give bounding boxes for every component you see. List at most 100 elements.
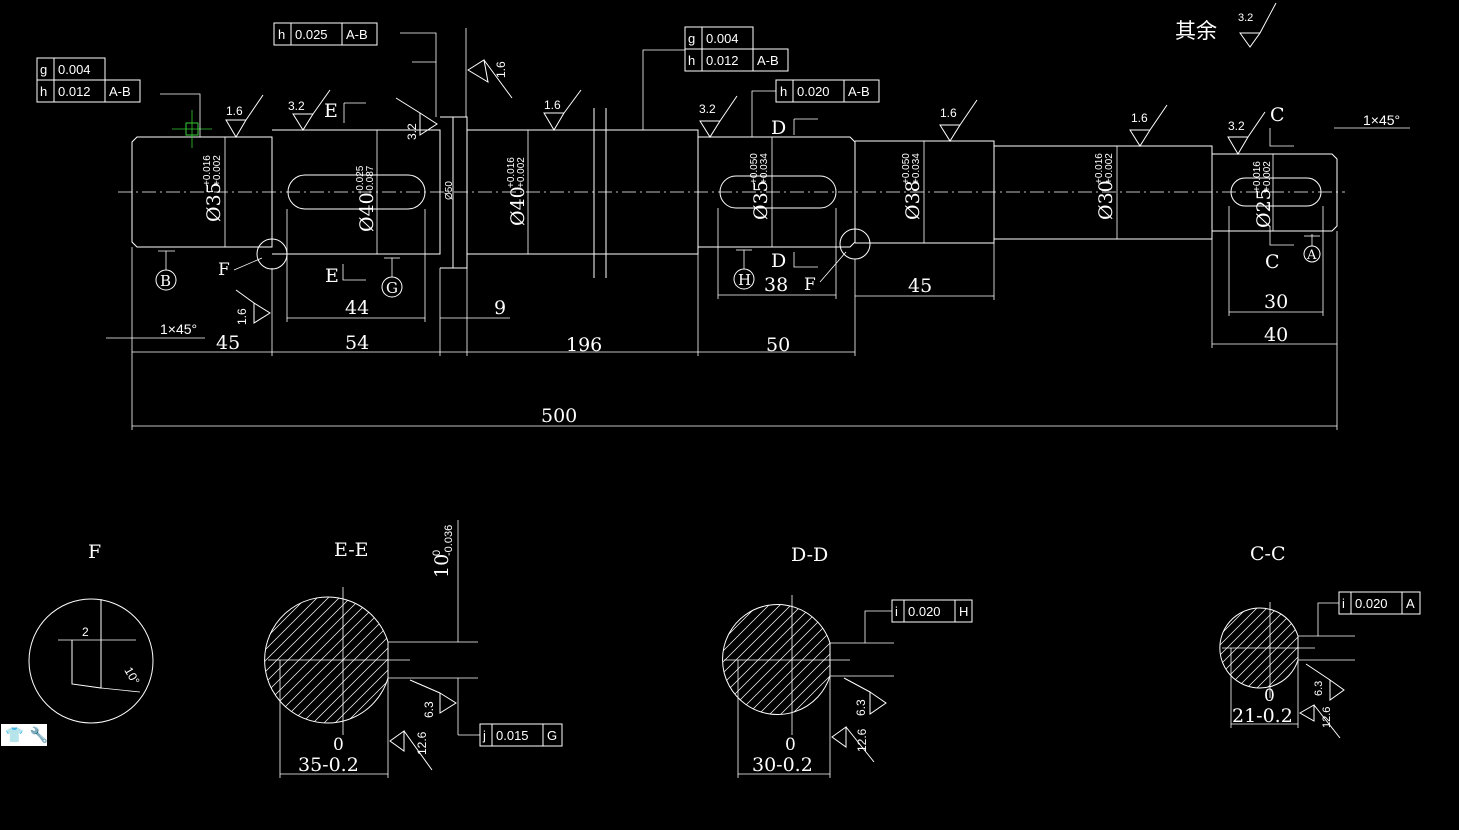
hatch-line bbox=[537, 590, 677, 730]
tol: +0.002 bbox=[1104, 153, 1115, 184]
svg-text:0.004: 0.004 bbox=[706, 31, 739, 46]
hatch-line bbox=[1219, 608, 1298, 688]
svg-text:1.6: 1.6 bbox=[235, 308, 249, 325]
shaft-outline bbox=[118, 108, 1345, 278]
svg-text:h: h bbox=[40, 84, 47, 99]
svg-text:G: G bbox=[386, 279, 398, 297]
svg-text:12.6: 12.6 bbox=[1321, 707, 1333, 728]
hatch-line bbox=[785, 604, 830, 715]
svg-text:j: j bbox=[482, 728, 486, 743]
hatch-line bbox=[548, 590, 688, 730]
hatch-line bbox=[722, 604, 775, 715]
hatch-line bbox=[264, 597, 271, 723]
hatch-line bbox=[1355, 600, 1455, 700]
tol: +0.050 bbox=[749, 153, 760, 184]
tol: +0.002 bbox=[212, 155, 223, 186]
svg-text:45: 45 bbox=[908, 275, 932, 297]
hatch-line bbox=[1415, 600, 1459, 700]
hatch-line bbox=[1405, 600, 1459, 700]
svg-text:12.6: 12.6 bbox=[415, 731, 429, 755]
svg-text:0: 0 bbox=[1264, 686, 1275, 706]
hatch-line bbox=[774, 604, 830, 715]
wrench-icon[interactable]: 🔧 bbox=[29, 725, 49, 744]
svg-text:E: E bbox=[325, 265, 339, 287]
svg-text:3.2: 3.2 bbox=[288, 99, 305, 113]
svg-text:10°: 10° bbox=[121, 665, 142, 688]
section-markers: E E D D C C F F B G H A bbox=[155, 100, 1321, 298]
hatch-line bbox=[1219, 608, 1266, 688]
svg-text:F: F bbox=[218, 260, 230, 280]
svg-text:3.2: 3.2 bbox=[1228, 119, 1245, 133]
svg-text:h: h bbox=[780, 84, 787, 99]
tol: +0.002 bbox=[1262, 161, 1273, 192]
svg-text:50: 50 bbox=[766, 334, 790, 356]
hatch-line bbox=[427, 590, 567, 730]
svg-text:h: h bbox=[688, 53, 695, 68]
svg-text:6.3: 6.3 bbox=[422, 701, 436, 718]
svg-text:A-B: A-B bbox=[346, 27, 368, 42]
hatch-line bbox=[951, 600, 1071, 720]
svg-text:54: 54 bbox=[345, 332, 369, 354]
section-view-EE: E-E 10 0 -0.036 35-0.2 0 6.3 12.6 bbox=[264, 520, 688, 778]
svg-text:0: 0 bbox=[785, 735, 796, 755]
hatch-line bbox=[482, 590, 622, 730]
shirt-icon[interactable]: 👕 bbox=[5, 725, 24, 744]
hatch-line bbox=[264, 597, 282, 723]
hatch-line bbox=[1395, 600, 1459, 700]
svg-text:B: B bbox=[160, 272, 171, 290]
view-title-DD: D-D bbox=[791, 544, 828, 566]
hatch-line bbox=[1219, 608, 1286, 688]
svg-text:F: F bbox=[804, 275, 816, 295]
dia-40-key: Ø40 bbox=[356, 192, 378, 232]
svg-text:6.3: 6.3 bbox=[1313, 681, 1325, 696]
svg-text:3.2: 3.2 bbox=[1238, 12, 1253, 24]
svg-text:1×45°: 1×45° bbox=[160, 321, 197, 337]
tol: -0.087 bbox=[365, 165, 376, 194]
tol: -0.025 bbox=[355, 165, 366, 194]
dia-40-mid: Ø40 bbox=[507, 186, 529, 226]
tolerance-frames: g 0.004 h 0.012 A-B h 0.025 A-B g 0.004 … bbox=[36, 22, 880, 137]
hatch-line bbox=[1234, 608, 1298, 688]
svg-text:0.020: 0.020 bbox=[908, 604, 941, 619]
svg-text:35-0.2: 35-0.2 bbox=[298, 754, 359, 776]
view-title-CC: C-C bbox=[1250, 543, 1286, 565]
svg-text:A: A bbox=[1406, 596, 1415, 611]
hatch-line bbox=[1325, 600, 1425, 700]
hatch-line bbox=[973, 600, 1093, 720]
hatch-line bbox=[264, 597, 337, 723]
svg-text:40: 40 bbox=[1264, 324, 1288, 346]
svg-text:A-B: A-B bbox=[109, 84, 131, 99]
hatch-line bbox=[327, 597, 388, 723]
hatch-line bbox=[722, 604, 731, 715]
hatch-line bbox=[1375, 600, 1459, 700]
svg-text:C: C bbox=[1265, 251, 1280, 273]
hatch-line bbox=[1365, 600, 1459, 700]
hatch-line bbox=[1254, 608, 1298, 688]
svg-text:1.6: 1.6 bbox=[226, 104, 243, 118]
svg-text:i: i bbox=[1342, 596, 1345, 611]
tol: +0.016 bbox=[1094, 153, 1105, 184]
view-title-EE: E-E bbox=[334, 539, 369, 561]
svg-text:38: 38 bbox=[764, 274, 788, 296]
svg-text:i: i bbox=[895, 604, 898, 619]
hatch-line bbox=[1274, 608, 1298, 688]
svg-text:1.6: 1.6 bbox=[1131, 111, 1148, 125]
svg-text:A: A bbox=[1306, 248, 1317, 263]
svg-text:2: 2 bbox=[82, 625, 89, 639]
svg-text:1×45°: 1×45° bbox=[1363, 112, 1400, 128]
svg-text:1.6: 1.6 bbox=[940, 106, 957, 120]
svg-text:45: 45 bbox=[216, 332, 240, 354]
tol: +0.016 bbox=[202, 155, 213, 186]
svg-text:H: H bbox=[738, 271, 751, 289]
dia-35-left: Ø35 bbox=[203, 182, 225, 222]
section-view-CC: C-C 21-0.2 0 6.3 12.6 i 0.020 A bbox=[1219, 543, 1459, 739]
svg-text:H: H bbox=[959, 604, 968, 619]
svg-text:0.020: 0.020 bbox=[797, 84, 830, 99]
dimensions: 其余 1×45° 1×45° 45 54 44 9 19 bbox=[106, 19, 1410, 430]
tol: +0.016 bbox=[1252, 161, 1263, 192]
svg-text:10: 10 bbox=[431, 554, 453, 578]
hatch-line bbox=[515, 590, 655, 730]
svg-text:3.2: 3.2 bbox=[405, 123, 419, 140]
svg-text:500: 500 bbox=[541, 405, 577, 427]
svg-text:0: 0 bbox=[431, 550, 443, 556]
